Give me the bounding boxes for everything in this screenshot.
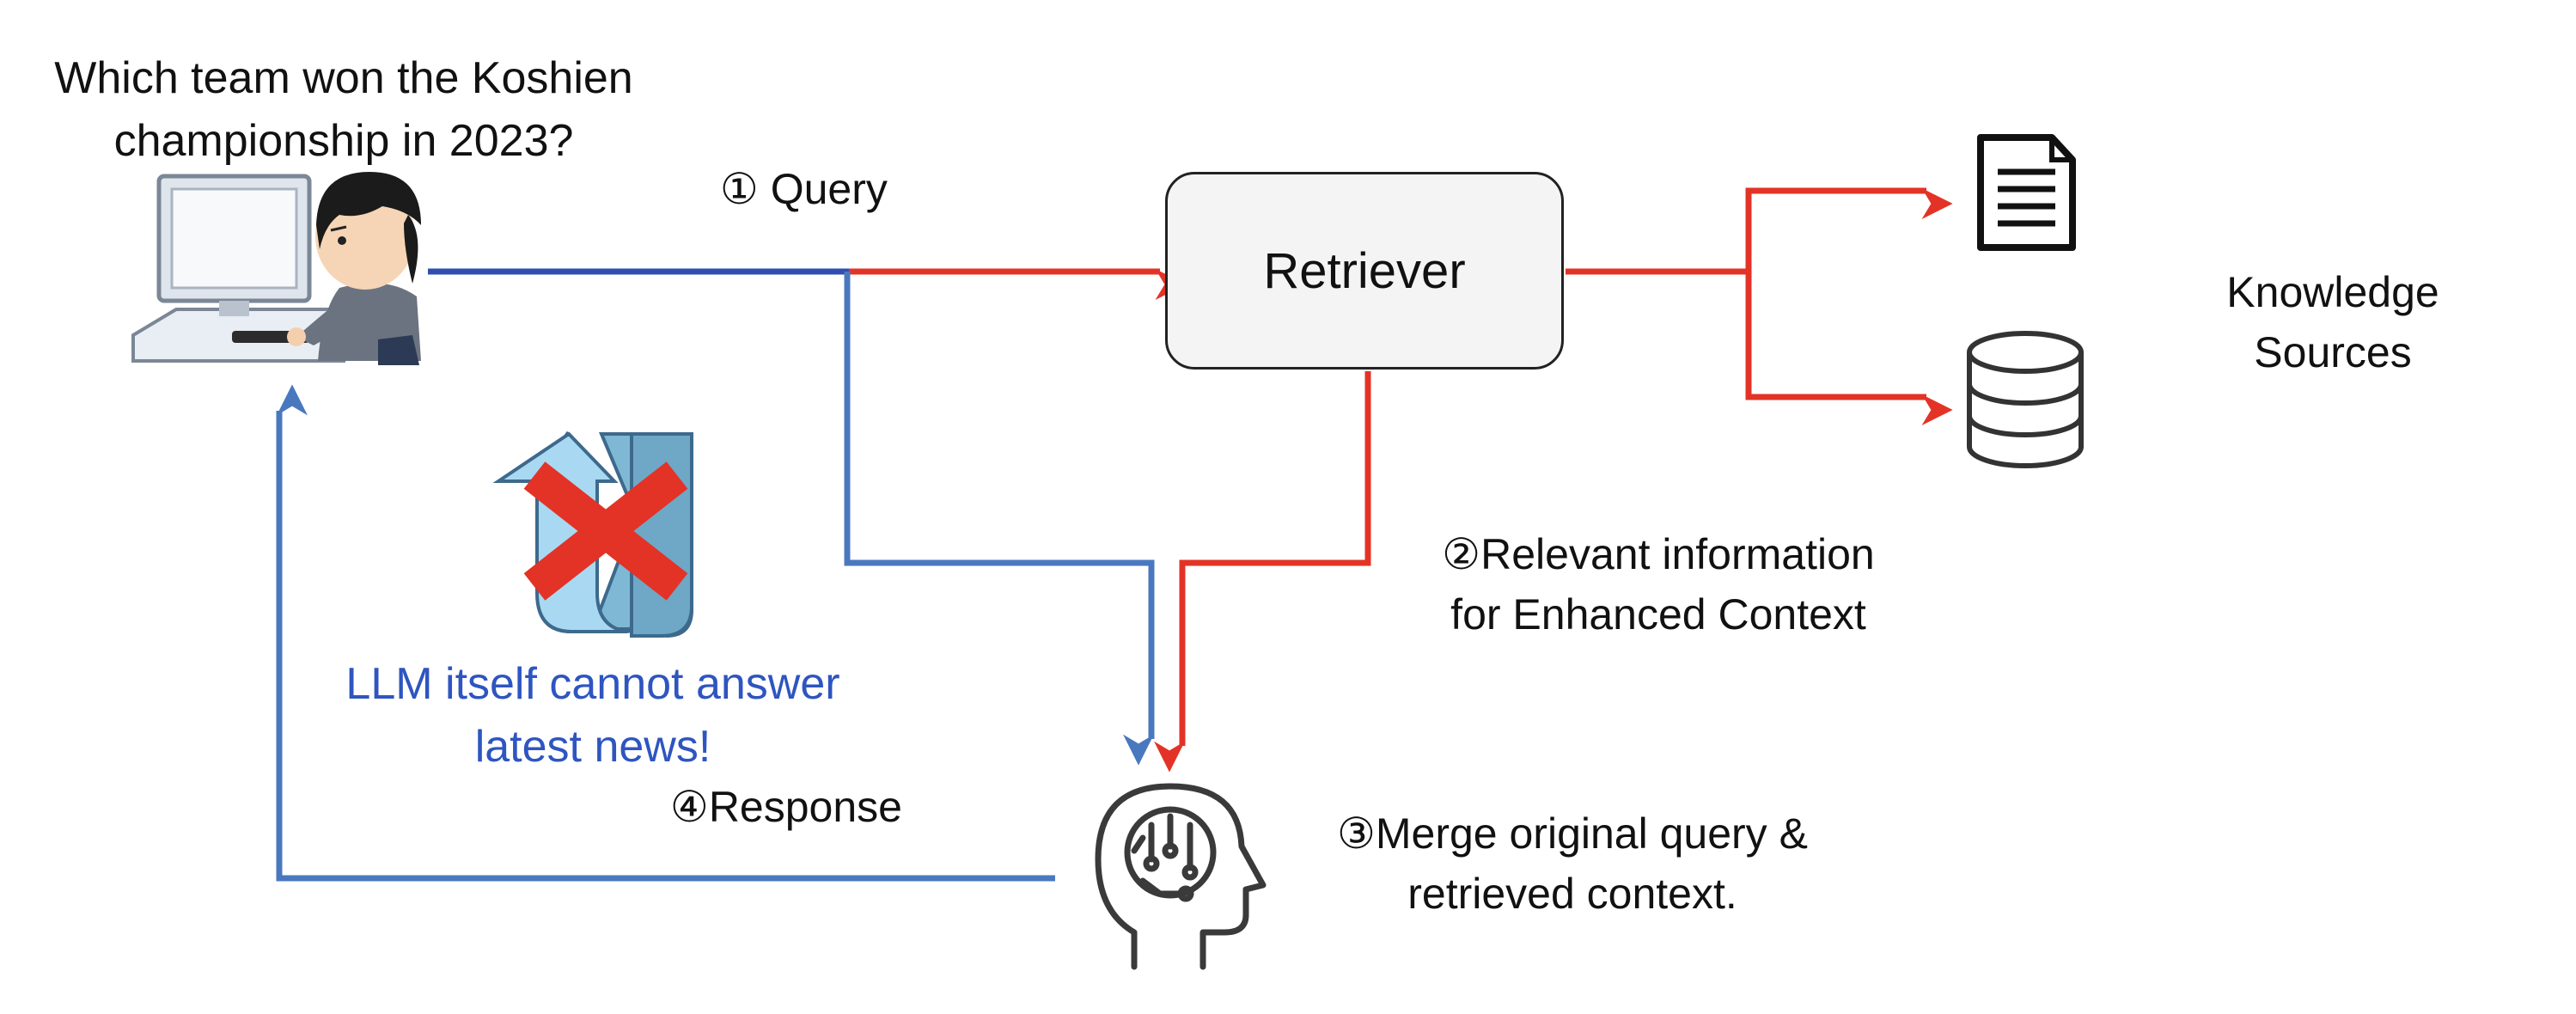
- knowledge-sources-label: Knowledge Sources: [2174, 262, 2492, 382]
- query-to-merge-arrow: [844, 272, 1155, 766]
- query-label: ① Query: [720, 165, 888, 213]
- llm-cannot-line2: latest news!: [474, 721, 711, 772]
- relevant-info-label: ②Relevant information for Enhanced Conte…: [1392, 524, 1925, 644]
- retriever-box: Retriever: [1165, 172, 1564, 370]
- merge-label: ③Merge original query & retrieved contex…: [1280, 803, 1865, 924]
- user-question: Which team won the Koshien championship …: [0, 47, 687, 173]
- database-icon: [1967, 331, 2084, 468]
- arrow-to-document: [1745, 187, 1953, 272]
- user-question-line2: championship in 2023?: [113, 115, 574, 166]
- relevant-info-line1: ②Relevant information: [1442, 530, 1875, 578]
- response-arrow: [276, 384, 1055, 882]
- knowledge-sources-line1: Knowledge: [2226, 268, 2439, 316]
- retrieved-info-arrow: [1154, 371, 1371, 773]
- user-question-line1: Which team won the Koshien: [54, 53, 633, 103]
- response-label: ④Response: [670, 783, 902, 831]
- user-computer-icon: [131, 172, 421, 365]
- crossed-uturn-icon: [492, 431, 693, 638]
- llm-cannot-answer-label: LLM itself cannot answer latest news!: [284, 653, 902, 779]
- merge-line2: retrieved context.: [1407, 870, 1737, 918]
- brain-circuit-icon: [1095, 783, 1267, 970]
- document-icon: [1977, 134, 2076, 251]
- retriever-label: Retriever: [1263, 242, 1466, 299]
- knowledge-sources-line2: Sources: [2254, 328, 2412, 376]
- llm-cannot-line1: LLM itself cannot answer: [345, 659, 840, 709]
- merge-line1: ③Merge original query &: [1337, 809, 1808, 858]
- relevant-info-line2: for Enhanced Context: [1450, 590, 1866, 638]
- arrow-to-database: [1745, 272, 1953, 425]
